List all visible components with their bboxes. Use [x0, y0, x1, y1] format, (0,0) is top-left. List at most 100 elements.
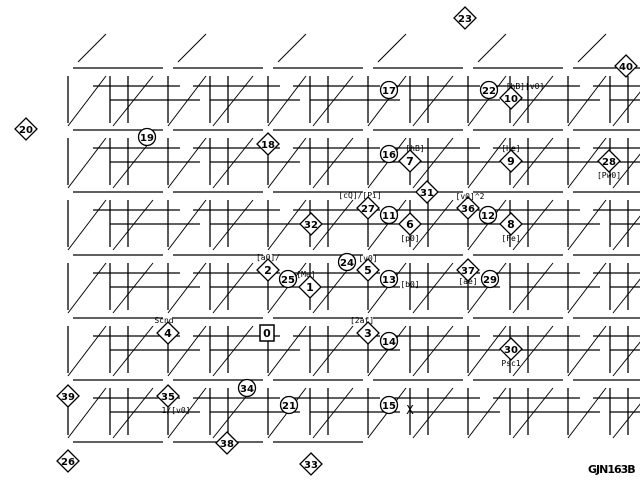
node-id: 4: [164, 327, 172, 340]
circle-node-shape: [379, 395, 399, 415]
diamond-node-shape: [499, 212, 523, 236]
node-id: 36: [461, 204, 475, 215]
grid-diagonal: [167, 387, 207, 439]
grid-diagonal: [612, 153, 640, 189]
node-17: 17: [379, 80, 399, 100]
node-id: 20: [19, 125, 33, 136]
grid-diagonal: [412, 387, 454, 439]
node-32: 32: [299, 212, 323, 236]
diamond-node-shape: [298, 275, 322, 299]
circle-node-shape: [237, 378, 257, 398]
node-id: 25: [281, 275, 295, 286]
node-6: 6[p0]: [398, 212, 422, 243]
grid-diagonal: [312, 325, 354, 377]
node-id: 0: [263, 327, 271, 340]
node-id: 34: [240, 384, 254, 395]
grid-diagonal: [77, 33, 107, 63]
grid-diagonal: [612, 278, 640, 314]
grid-diagonal: [512, 137, 554, 189]
node-34: 34: [237, 378, 257, 398]
node-label: [v0]: [358, 254, 377, 263]
node-id: 15: [382, 401, 396, 412]
node-14: 14: [379, 331, 399, 351]
grid-diagonal: [412, 199, 454, 251]
square-node-shape: [259, 324, 275, 342]
logo: GJN163B: [588, 463, 636, 476]
node-label: [cQ]/[Pi]: [338, 191, 381, 200]
node-19: 19: [137, 127, 157, 147]
circle-node-shape: [137, 127, 157, 147]
diamond-node-shape: [299, 212, 323, 236]
node-label: [ae]: [458, 277, 477, 286]
grid-diagonal: [467, 262, 507, 314]
grid-diagonal: [267, 75, 307, 127]
diamond-node-shape: [597, 149, 621, 173]
node-id: 29: [483, 275, 497, 286]
node-label: [a0]/: [256, 253, 280, 262]
node-35: 351/[v0]: [156, 384, 190, 415]
node-4: 4 Scnd: [154, 316, 180, 345]
grid-diagonal: [212, 199, 254, 251]
node-24: 24: [337, 252, 357, 272]
circle-node-shape: [379, 269, 399, 289]
node-id: 31: [420, 188, 434, 199]
diamond-node-shape: [156, 384, 180, 408]
diamond-node-shape: [356, 258, 380, 282]
node-15: 15: [379, 395, 399, 415]
diamond-node-shape: [456, 258, 480, 282]
grid-diagonal: [612, 341, 640, 377]
node-label: Psc1: [501, 359, 520, 368]
diamond-node-shape: [614, 54, 638, 78]
grid-diagonal: [377, 33, 407, 63]
node-id: 38: [220, 439, 234, 450]
diamond-node-shape: [499, 337, 523, 361]
node-8: 8 [Fe]: [499, 212, 523, 243]
circle-node-shape: [379, 331, 399, 351]
grid-diagonal: [67, 137, 107, 189]
diamond-node-shape: [398, 149, 422, 173]
grid-diagonal: [567, 262, 607, 314]
grid-diagonal: [67, 199, 107, 251]
grid-diagonal: [267, 325, 307, 377]
node-label: [Pw0]: [597, 171, 621, 180]
grid-diagonal: [277, 33, 307, 63]
grid-diagonal: [612, 403, 640, 439]
grid-diagonal: [67, 75, 107, 127]
node-id: 3: [364, 327, 372, 340]
free-label-b0: [b0]: [400, 280, 419, 289]
grid-diagonal: [367, 199, 407, 251]
diamond-node-shape: [256, 258, 280, 282]
node-label: [He]: [501, 144, 520, 153]
node-37: 37[ae]: [456, 258, 480, 286]
node-label: Scnd: [154, 316, 173, 325]
node-16: 16: [379, 144, 399, 164]
node-id: 18: [261, 140, 275, 151]
node-26: 26: [56, 449, 80, 473]
grid-diagonal: [312, 262, 354, 314]
grid-diagonal: [512, 387, 554, 439]
grid-diagonal: [112, 262, 154, 314]
node-id: 9: [507, 155, 515, 168]
node-id: 37: [461, 266, 475, 277]
grid-diagonal: [512, 262, 554, 314]
node-9: 9 [He]: [499, 144, 523, 173]
grid-diagonal: [477, 33, 507, 63]
node-0: 0: [259, 324, 275, 342]
node-40: 40: [614, 54, 638, 78]
node-29: 29: [480, 269, 500, 289]
diamond-node-shape: [56, 384, 80, 408]
node-label: [hB][v0]: [506, 82, 545, 91]
node-13: 13: [379, 269, 399, 289]
node-id: 8: [507, 218, 515, 231]
grid-diagonal: [467, 137, 507, 189]
node-id: 2: [264, 264, 272, 277]
grid-diagonal: [367, 262, 407, 314]
node-id: 5: [364, 264, 372, 277]
grid-diagonal: [112, 75, 154, 127]
grid-diagonal: [577, 33, 607, 63]
grid-diagonal: [212, 325, 254, 377]
grid-diagonal: [467, 325, 507, 377]
node-label: [Fe]: [501, 234, 520, 243]
